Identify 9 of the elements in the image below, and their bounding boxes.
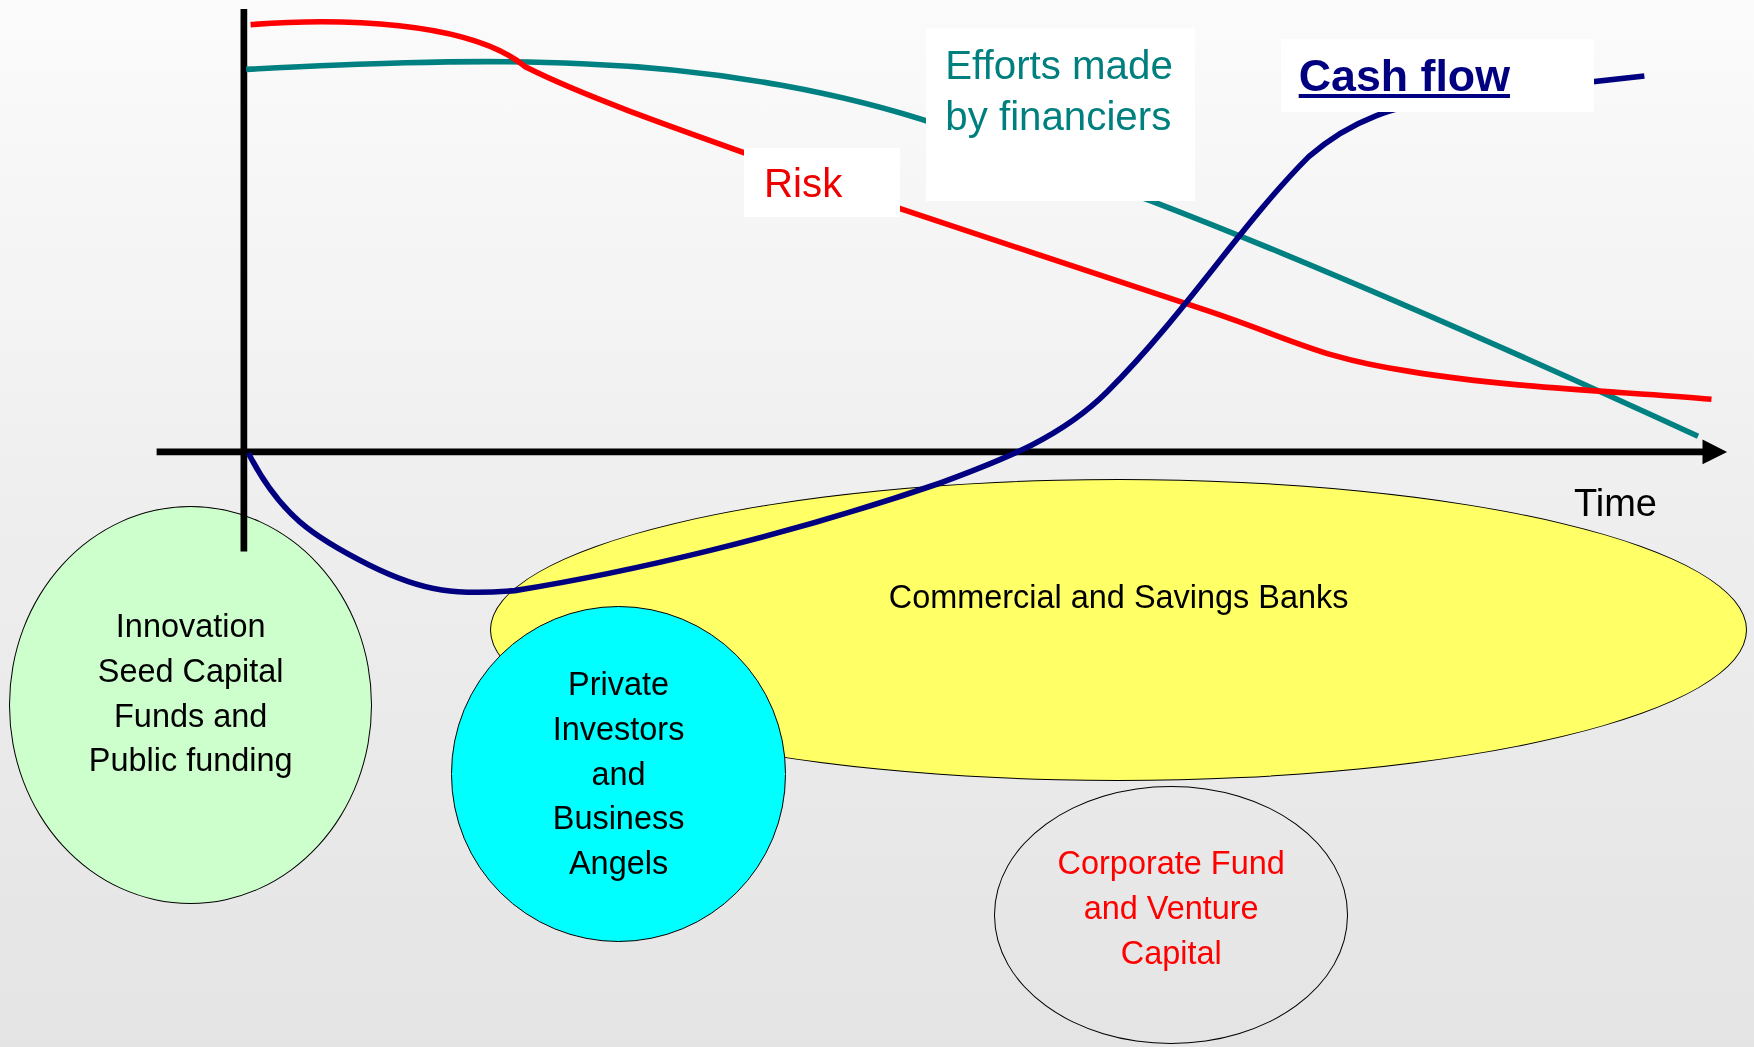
ellipse-node (994, 786, 1348, 1044)
node-text: Private Investors and Business Angels (551, 665, 686, 884)
curve-label: Cash flow (1280, 39, 1594, 112)
curve-label: Risk (743, 147, 901, 217)
node-text: Corporate Fund and Venture Capital (1056, 844, 1286, 973)
curve-label: Efforts made by financiers (926, 27, 1195, 202)
node-text: Commercial and Savings Banks (888, 577, 1349, 617)
node-text: Innovation Seed Capital Funds and Public funding (87, 607, 294, 781)
axis-label: Time (1573, 480, 1658, 526)
